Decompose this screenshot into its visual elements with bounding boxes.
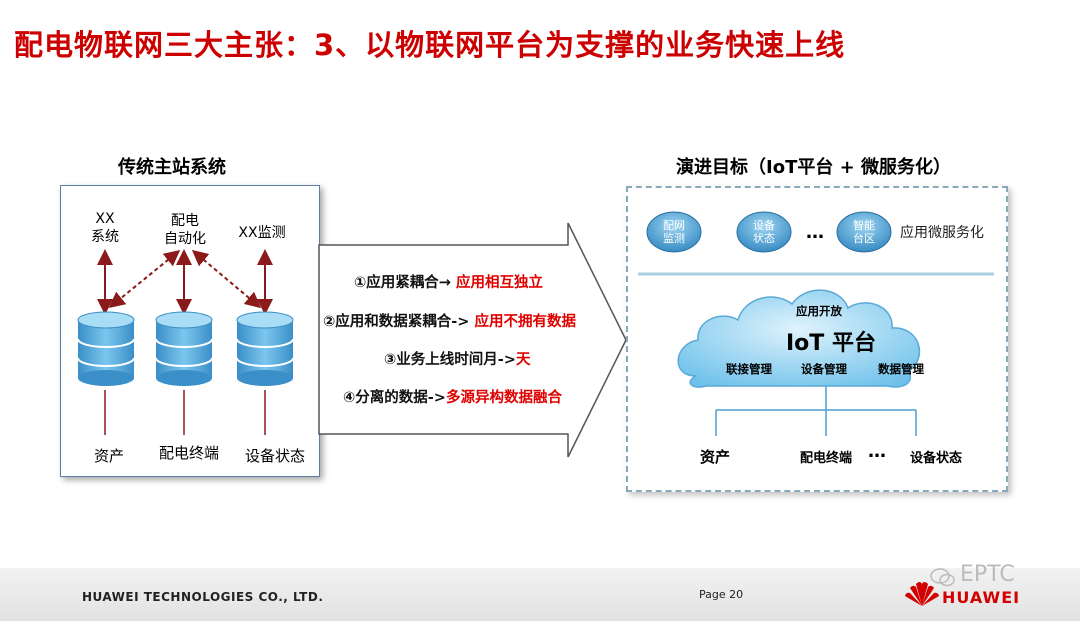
service-label-smart-area: 智能 台区 <box>853 219 875 245</box>
huawei-logo-icon <box>902 578 942 612</box>
cloud-top-label: 应用开放 <box>796 304 842 318</box>
cloud-title: IoT 平台 <box>786 331 876 356</box>
service-ellipsis: … <box>806 222 824 243</box>
diagonal-arrows <box>108 249 262 309</box>
target-architecture-diagram <box>638 211 994 436</box>
transition-arrow <box>318 222 627 458</box>
page-title: 配电物联网三大主张：3、以物联网平台为支撑的业务快速上线 <box>14 28 846 62</box>
service-bubble <box>836 211 892 253</box>
service-label-grid-monitor: 配网 监测 <box>663 219 685 245</box>
left-label-terminal: 配电终端 <box>158 444 219 462</box>
change-item-4: ④分离的数据->多源异构数据融合 <box>343 390 562 406</box>
cloud-module-connection: 联接管理 <box>726 362 772 376</box>
service-bubble <box>736 211 792 253</box>
right-heading: 演进目标（IoT平台 + 微服务化） <box>676 157 951 178</box>
left-heading: 传统主站系统 <box>118 157 226 178</box>
device-connector-lines <box>715 386 917 436</box>
change-item-2: ②应用和数据紧耦合-> 应用不拥有数据 <box>323 314 576 330</box>
iot-platform-cloud <box>677 289 921 388</box>
footer-bar <box>0 568 1080 621</box>
database-icon <box>155 311 213 386</box>
left-label-asset: 资产 <box>93 447 124 465</box>
right-label-device-status: 设备状态 <box>910 451 963 466</box>
connector-lines <box>104 390 266 435</box>
left-label-dist-automation: 配电 自动化 <box>164 213 206 247</box>
database-icon <box>236 311 294 386</box>
huawei-brand: HUAWEI <box>942 588 1021 607</box>
change-item-3: ③业务上线时间月->天 <box>384 352 531 368</box>
right-label-ellipsis: … <box>868 441 886 462</box>
vertical-arrows <box>97 249 273 315</box>
traditional-system-diagram <box>77 249 294 435</box>
left-label-xx-system: XX 系统 <box>91 211 119 245</box>
change-item-1: ①应用紧耦合→ 应用相互独立 <box>354 275 543 291</box>
cloud-module-data: 数据管理 <box>878 362 924 376</box>
page-number: Page 20 <box>699 588 744 601</box>
wechat-icon <box>930 566 956 592</box>
service-caption: 应用微服务化 <box>900 225 984 241</box>
right-label-terminal: 配电终端 <box>800 451 853 466</box>
footer-company: HUAWEI TECHNOLOGIES CO., LTD. <box>82 590 324 604</box>
left-label-device-status: 设备状态 <box>244 447 305 465</box>
service-bubble <box>646 211 702 253</box>
watermark-text: EPTC <box>960 562 1015 587</box>
service-label-device-status: 设备 状态 <box>753 219 775 245</box>
cloud-module-device: 设备管理 <box>801 362 847 376</box>
left-label-xx-monitor: XX监测 <box>238 225 286 241</box>
database-icon <box>77 311 135 386</box>
right-label-asset: 资产 <box>700 448 731 466</box>
